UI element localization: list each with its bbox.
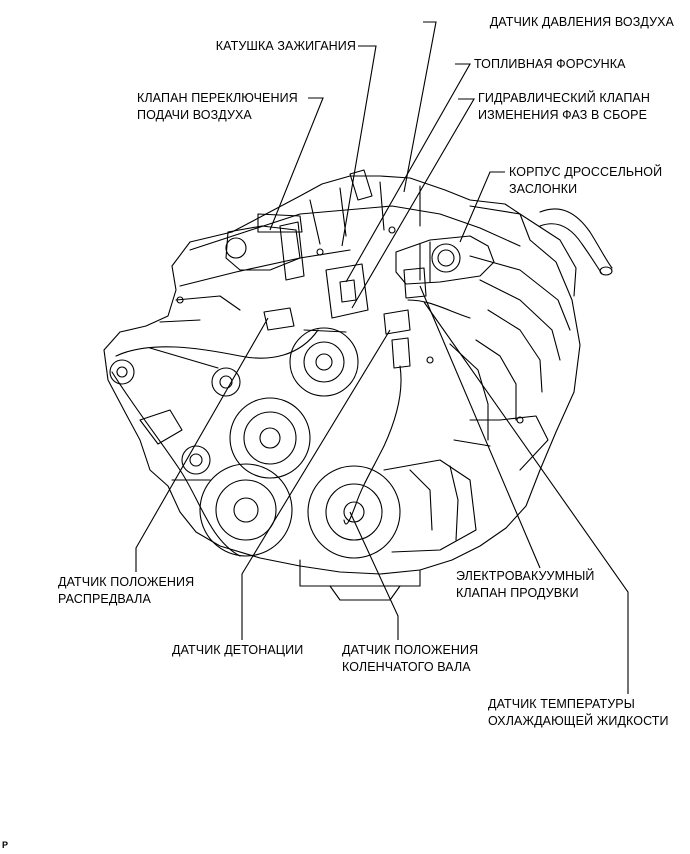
label-camshaft-sensor: ДАТЧИК ПОЛОЖЕНИЯ РАСПРЕДВАЛА	[58, 574, 194, 608]
label-air-switching-valve-line2: ПОДАЧИ ВОЗДУХА	[137, 108, 252, 122]
label-crankshaft-sensor-line2: КОЛЕНЧАТОГО ВАЛА	[342, 660, 471, 674]
label-camshaft-sensor-line1: ДАТЧИК ПОЛОЖЕНИЯ	[58, 575, 195, 589]
leader-fuel-injector	[345, 63, 471, 283]
leader-knock-sensor	[241, 329, 391, 640]
label-coolant-temp-sensor-line1: ДАТЧИК ТЕМПЕРАТУРЫ	[488, 697, 635, 711]
label-crankshaft-sensor-line1: ДАТЧИК ПОЛОЖЕНИЯ	[342, 643, 479, 657]
label-knock-sensor-line1: ДАТЧИК ДЕТОНАЦИИ	[172, 643, 304, 657]
label-air-pressure-sensor-line1: ДАТЧИК ДАВЛЕНИЯ ВОЗДУХА	[489, 15, 674, 29]
leader-camshaft-sensor	[135, 317, 269, 572]
label-throttle-body-line1: КОРПУС ДРОССЕЛЬНОЙ	[509, 165, 663, 179]
label-coolant-temp-sensor-line2: ОХЛАЖДАЮЩЕЙ ЖИДКОСТИ	[488, 714, 669, 728]
leader-ignition-coil	[341, 45, 377, 247]
leader-purge-vsv	[419, 285, 541, 569]
label-vvt-valve-line2: ИЗМЕНЕНИЯ ФАЗ В СБОРЕ	[478, 108, 648, 122]
label-air-switching-valve: КЛАПАН ПЕРЕКЛЮЧЕНИЯ ПОДАЧИ ВОЗДУХА	[137, 90, 298, 124]
label-ignition-coil-line1: КАТУШКА ЗАЖИГАНИЯ	[215, 39, 356, 53]
label-camshaft-sensor-line2: РАСПРЕДВАЛА	[58, 592, 151, 606]
label-air-switching-valve-line1: КЛАПАН ПЕРЕКЛЮЧЕНИЯ	[137, 91, 298, 105]
label-fuel-injector-line1: ТОПЛИВНАЯ ФОРСУНКА	[474, 57, 626, 71]
label-purge-vsv-line1: ЭЛЕКТРОВАКУУМНЫЙ	[456, 569, 595, 583]
leader-vvt-valve	[351, 98, 475, 309]
leader-coolant-temp-sensor	[423, 301, 629, 694]
label-throttle-body: КОРПУС ДРОССЕЛЬНОЙ ЗАСЛОНКИ	[509, 164, 662, 198]
label-purge-vsv-line2: КЛАПАН ПРОДУВКИ	[456, 586, 579, 600]
label-ignition-coil: КАТУШКА ЗАЖИГАНИЯ	[216, 38, 356, 55]
label-fuel-injector: ТОПЛИВНАЯ ФОРСУНКА	[474, 56, 626, 73]
leader-air-switching-valve	[269, 97, 324, 231]
label-air-pressure-sensor: ДАТЧИК ДАВЛЕНИЯ ВОЗДУХА	[490, 14, 674, 31]
leader-lines	[135, 21, 629, 694]
label-crankshaft-sensor: ДАТЧИК ПОЛОЖЕНИЯ КОЛЕНЧАТОГО ВАЛА	[342, 642, 478, 676]
label-throttle-body-line2: ЗАСЛОНКИ	[509, 182, 578, 196]
label-vvt-valve-line1: ГИДРАВЛИЧЕСКИЙ КЛАПАН	[478, 91, 650, 105]
label-purge-vsv: ЭЛЕКТРОВАКУУМНЫЙ КЛАПАН ПРОДУВКИ	[456, 568, 594, 602]
leader-crankshaft-sensor	[349, 511, 399, 640]
label-knock-sensor: ДАТЧИК ДЕТОНАЦИИ	[172, 642, 303, 659]
leader-throttle-body	[459, 171, 505, 243]
figure-code: P	[2, 840, 9, 850]
engine-drawing	[103, 169, 613, 601]
label-vvt-valve: ГИДРАВЛИЧЕСКИЙ КЛАПАН ИЗМЕНЕНИЯ ФАЗ В СБ…	[478, 90, 650, 124]
leader-air-pressure-sensor	[403, 21, 437, 193]
label-coolant-temp-sensor: ДАТЧИК ТЕМПЕРАТУРЫ ОХЛАЖДАЮЩЕЙ ЖИДКОСТИ	[488, 696, 669, 730]
